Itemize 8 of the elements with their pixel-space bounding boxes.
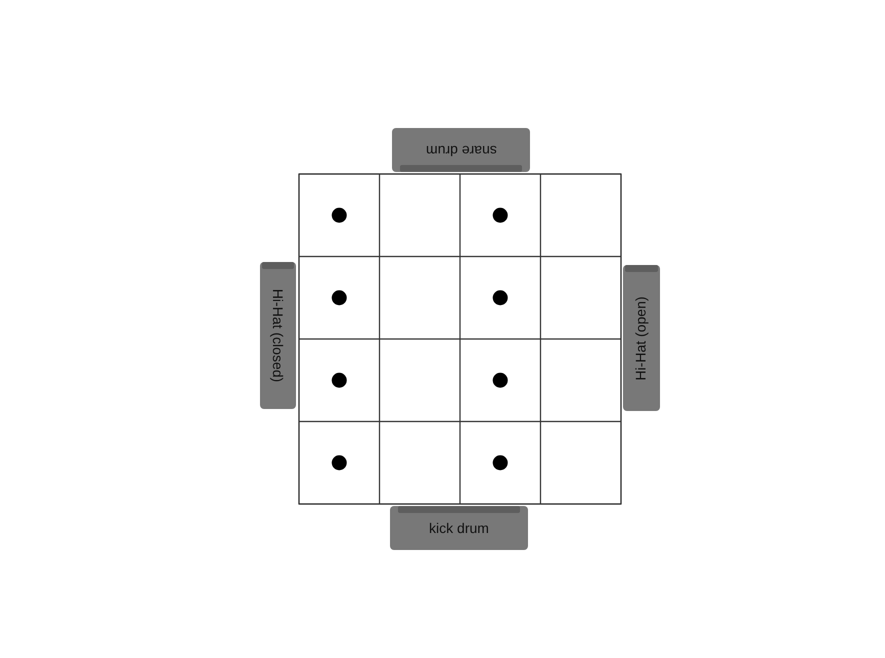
tab-label: snare drum <box>426 142 496 160</box>
drum-pad-tab <box>623 265 660 411</box>
drum-pad-tab <box>392 128 530 172</box>
drum-pad-tab <box>390 506 528 550</box>
tab-label: Hi-Hat (closed) <box>269 288 288 382</box>
tab-label: kick drum <box>429 518 489 538</box>
tab-label: Hi-Hat (open) <box>632 296 650 380</box>
drum-pad-tab <box>260 262 296 409</box>
